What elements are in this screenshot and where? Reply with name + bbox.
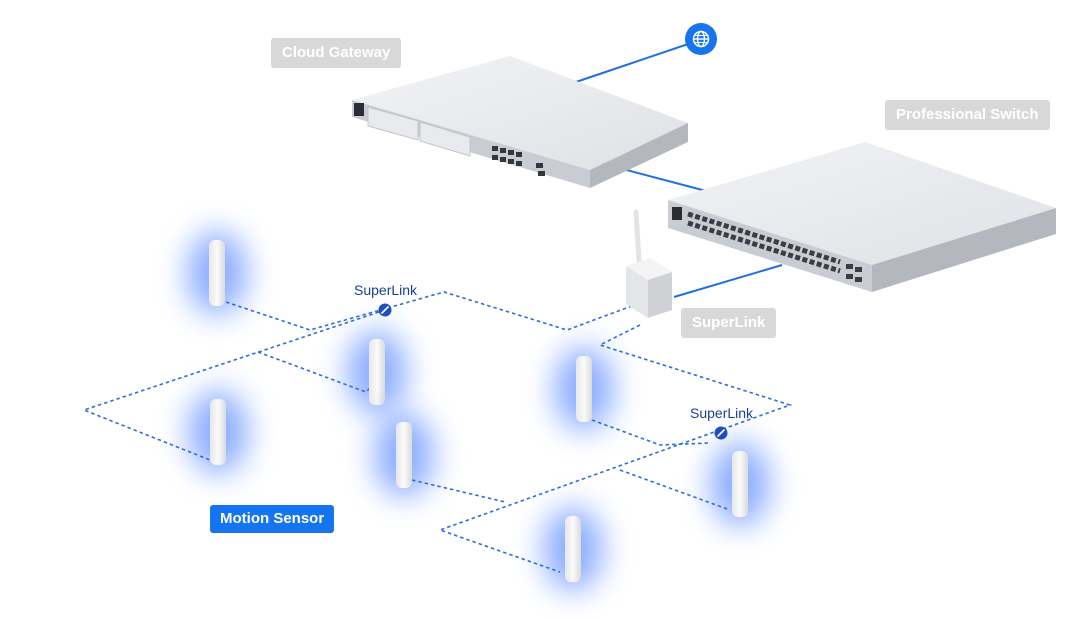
wireless-path-d (437, 324, 793, 573)
cloud-gateway-device (352, 56, 688, 188)
superlink-node-label: SuperLink (354, 282, 418, 298)
switch-sfp-ports (846, 264, 862, 282)
motion-sensor-device (347, 330, 407, 414)
wireless-links (81, 291, 793, 573)
motion-sensor-device (187, 231, 247, 315)
cloud-gateway-label: Cloud Gateway (271, 38, 402, 68)
motion-sensor-device (543, 507, 603, 591)
motion-sensor-device (554, 347, 614, 431)
switch-port-rows (687, 211, 841, 274)
wireless-path-e (591, 419, 709, 446)
motion-sensor-label: Motion Sensor (210, 505, 335, 533)
wireless-path-c (81, 309, 386, 461)
link-icon (714, 426, 728, 440)
wireless-path-g (411, 479, 506, 503)
professional-switch-device (668, 142, 1056, 292)
superlink-device (626, 209, 672, 318)
superlink-device-label: SuperLink (681, 308, 777, 338)
wired-link-internet-gateway (569, 39, 701, 85)
motion-sensor-device (188, 390, 248, 474)
globe-icon (685, 23, 717, 55)
wired-link-switch-superlink (673, 264, 783, 298)
link-icon (378, 303, 392, 317)
professional-switch-label: Professional Switch (885, 100, 1050, 130)
superlink-node-label: SuperLink (690, 405, 754, 421)
motion-sensor-device (710, 442, 770, 526)
motion-sensor-device (374, 413, 434, 497)
wireless-path-f (619, 469, 731, 511)
gateway-ports (492, 146, 545, 176)
motion-sensors (187, 231, 770, 591)
wireless-path-a (225, 291, 649, 331)
